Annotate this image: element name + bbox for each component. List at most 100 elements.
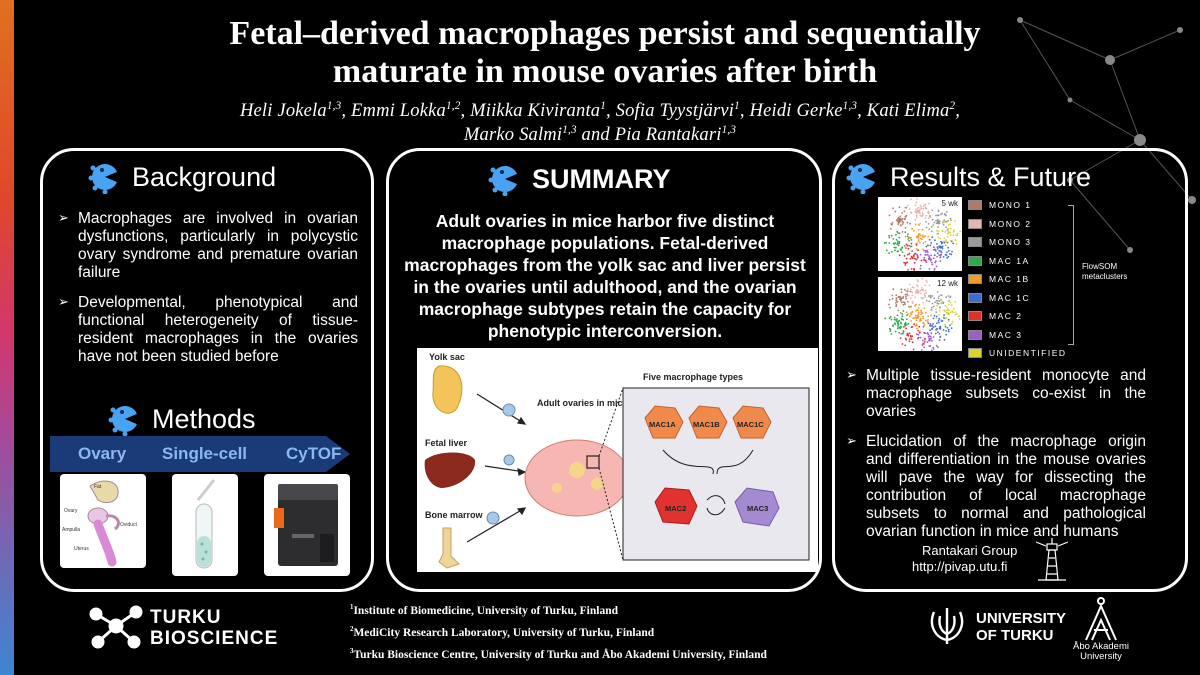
cell-mascot-icon xyxy=(88,164,119,194)
poster-title-line1: Fetal–derived macrophages persist and se… xyxy=(229,15,981,52)
author-name: Kati Elima xyxy=(866,101,950,122)
author-affiliation-sup: 1,3 xyxy=(562,124,577,136)
affiliation-2: 2MediCity Research Laboratory, Universit… xyxy=(350,626,655,639)
bone-marrow-shape xyxy=(438,527,460,569)
tsne-plot-5wk: 5 wk xyxy=(878,197,962,274)
legend-item: UNIDENTIFIED xyxy=(968,344,1068,363)
ovary-label-uterus: Uterus xyxy=(74,546,89,552)
abo-wordmark-line1: Åbo Akademi xyxy=(1073,641,1129,652)
author-affiliation-sup: 2 xyxy=(949,100,956,112)
university-of-turku-wordmark: UNIVERSITY OF TURKU xyxy=(976,610,1066,644)
method-step-ovary: Ovary xyxy=(78,444,127,463)
legend-swatch xyxy=(968,255,982,266)
methods-heading: Methods xyxy=(108,402,256,436)
legend-item: MONO 1 xyxy=(968,196,1068,215)
ovary-label-ampulla: Ampulla xyxy=(62,527,80,533)
author-affiliation-sup: 1,3 xyxy=(326,100,342,112)
author-name: Heli Jokela xyxy=(239,101,327,122)
method-step-single-cell: Single-cell xyxy=(162,444,248,463)
summary-text: Adult ovaries in mice harbor five distin… xyxy=(404,211,806,341)
university-of-turku-crest-icon xyxy=(930,608,964,644)
turku-wordmark-line2: BIOSCIENCE xyxy=(150,628,279,649)
legend-label: MONO 3 xyxy=(989,237,1032,248)
background-bullet-1: Macrophages are involved in ovarian dysf… xyxy=(58,210,358,282)
affiliation-1: 1Institute of Biomedicine, University of… xyxy=(350,604,618,617)
summary-panel xyxy=(386,148,822,592)
abo-akademi-logo-icon xyxy=(1085,597,1117,641)
legend-label: MAC 1C xyxy=(989,292,1031,303)
legend-item: MAC 1C xyxy=(968,289,1068,308)
author-name: Emmi Lokka xyxy=(351,101,447,122)
legend-swatch xyxy=(968,292,982,303)
single-cell-tube-image xyxy=(172,474,238,576)
legend-label: MONO 2 xyxy=(989,218,1032,229)
author-name: Marko Salmi xyxy=(463,125,563,146)
tsne-label-5wk: 5 wk xyxy=(941,199,958,208)
author-name: Sofia Tyystjärvi xyxy=(615,101,735,122)
cell-mascot-icon xyxy=(488,166,519,196)
source-label-yolk-sac: Yolk sac xyxy=(429,352,465,362)
background-bullet-list: Macrophages are involved in ovarian dysf… xyxy=(58,210,358,378)
method-step-cytof: CyTOF xyxy=(286,444,342,463)
background-bullet-2: Developmental, phenotypical and function… xyxy=(58,294,358,366)
background-panel xyxy=(40,148,374,592)
cytof-instrument-image xyxy=(264,474,350,576)
left-gradient-strip xyxy=(0,0,14,675)
poster-title-line2: maturate in mouse ovaries after birth xyxy=(332,53,878,90)
source-label-bone-marrow: Bone marrow xyxy=(425,510,484,520)
macrophage-origin-figure: Yolk sac Fetal liver Bone marrow Adult o… xyxy=(417,348,818,572)
mac2-label: MAC2 xyxy=(665,504,686,513)
legend-item: MAC 3 xyxy=(968,326,1068,345)
turku-bioscience-wordmark: TURKU BIOSCIENCE xyxy=(150,607,278,649)
metacluster-legend: MONO 1 MONO 2 MONO 3 MAC 1A MAC 1B MAC 1C MAC … xyxy=(968,196,1068,363)
results-bullet-list: Multiple tissue-resident monocyte and ma… xyxy=(846,367,1146,553)
mac3-label: MAC3 xyxy=(747,504,768,513)
author-affiliation-sup: 1,3 xyxy=(721,124,737,136)
group-url-link[interactable]: http://pivap.utu.fi xyxy=(912,559,1008,574)
ovary-anatomy-image: Fat Ovary Ampulla Oviduct Uterus xyxy=(60,474,146,568)
legend-swatch xyxy=(968,274,982,285)
author-name: Miikka Kiviranta xyxy=(470,101,601,122)
source-label-fetal-liver: Fetal liver xyxy=(425,438,468,448)
legend-swatch xyxy=(968,200,982,211)
tsne-label-12wk: 12 wk xyxy=(937,279,958,288)
author-joiner: and xyxy=(576,125,615,146)
group-name: Rantakari Group xyxy=(922,543,1018,558)
yolk-sac-shape xyxy=(432,365,463,414)
legend-swatch xyxy=(968,329,982,340)
uni-wordmark-line1: UNIVERSITY xyxy=(976,610,1067,627)
legend-swatch xyxy=(968,348,982,359)
tsne-plot-12wk: 12 wk xyxy=(878,277,962,354)
author-list-line1: Heli Jokela1,3, Emmi Lokka1,2, Miikka Ki… xyxy=(239,100,961,122)
ovary-label-fat: Fat xyxy=(94,484,102,490)
abo-akademi-wordmark: Åbo Akademi University xyxy=(1068,642,1134,662)
legend-item: MAC 1A xyxy=(968,252,1068,271)
legend-label: UNIDENTIFIED xyxy=(989,348,1067,359)
abo-wordmark-line2: University xyxy=(1080,651,1122,662)
author-list-line2: Marko Salmi1,3 and Pia Rantakari1,3 xyxy=(60,119,1140,147)
legend-swatch xyxy=(968,311,982,322)
turku-wordmark-line1: TURKU xyxy=(150,607,222,628)
background-heading-text: Background xyxy=(132,161,277,192)
legend-item: MAC 2 xyxy=(968,307,1068,326)
author-affiliation-sup: 1,3 xyxy=(842,100,858,112)
legend-bracket xyxy=(1068,205,1074,345)
legend-label: MAC 2 xyxy=(989,311,1023,322)
author-affiliation-sup: 1 xyxy=(600,100,606,112)
mac1b-label: MAC1B xyxy=(693,420,720,429)
legend-swatch xyxy=(968,237,982,248)
legend-label: MONO 1 xyxy=(989,200,1032,211)
legend-swatch xyxy=(968,218,982,229)
legend-item: MAC 1B xyxy=(968,270,1068,289)
turku-bioscience-logo-icon xyxy=(89,605,143,649)
cell-mascot-icon xyxy=(108,406,139,436)
results-panel xyxy=(832,148,1188,592)
legend-label: MAC 1A xyxy=(989,255,1030,266)
summary-heading-text: SUMMARY xyxy=(532,163,671,194)
results-bullet-2: Elucidation of the macrophage origin and… xyxy=(846,433,1146,541)
results-bullet-1: Multiple tissue-resident monocyte and ma… xyxy=(846,367,1146,421)
mac1c-label: MAC1C xyxy=(737,420,764,429)
ovary-label-ovary: Ovary xyxy=(64,508,78,514)
macrophage-types-title: Five macrophage types xyxy=(643,372,743,382)
author-affiliation-sup: 1 xyxy=(734,100,740,112)
